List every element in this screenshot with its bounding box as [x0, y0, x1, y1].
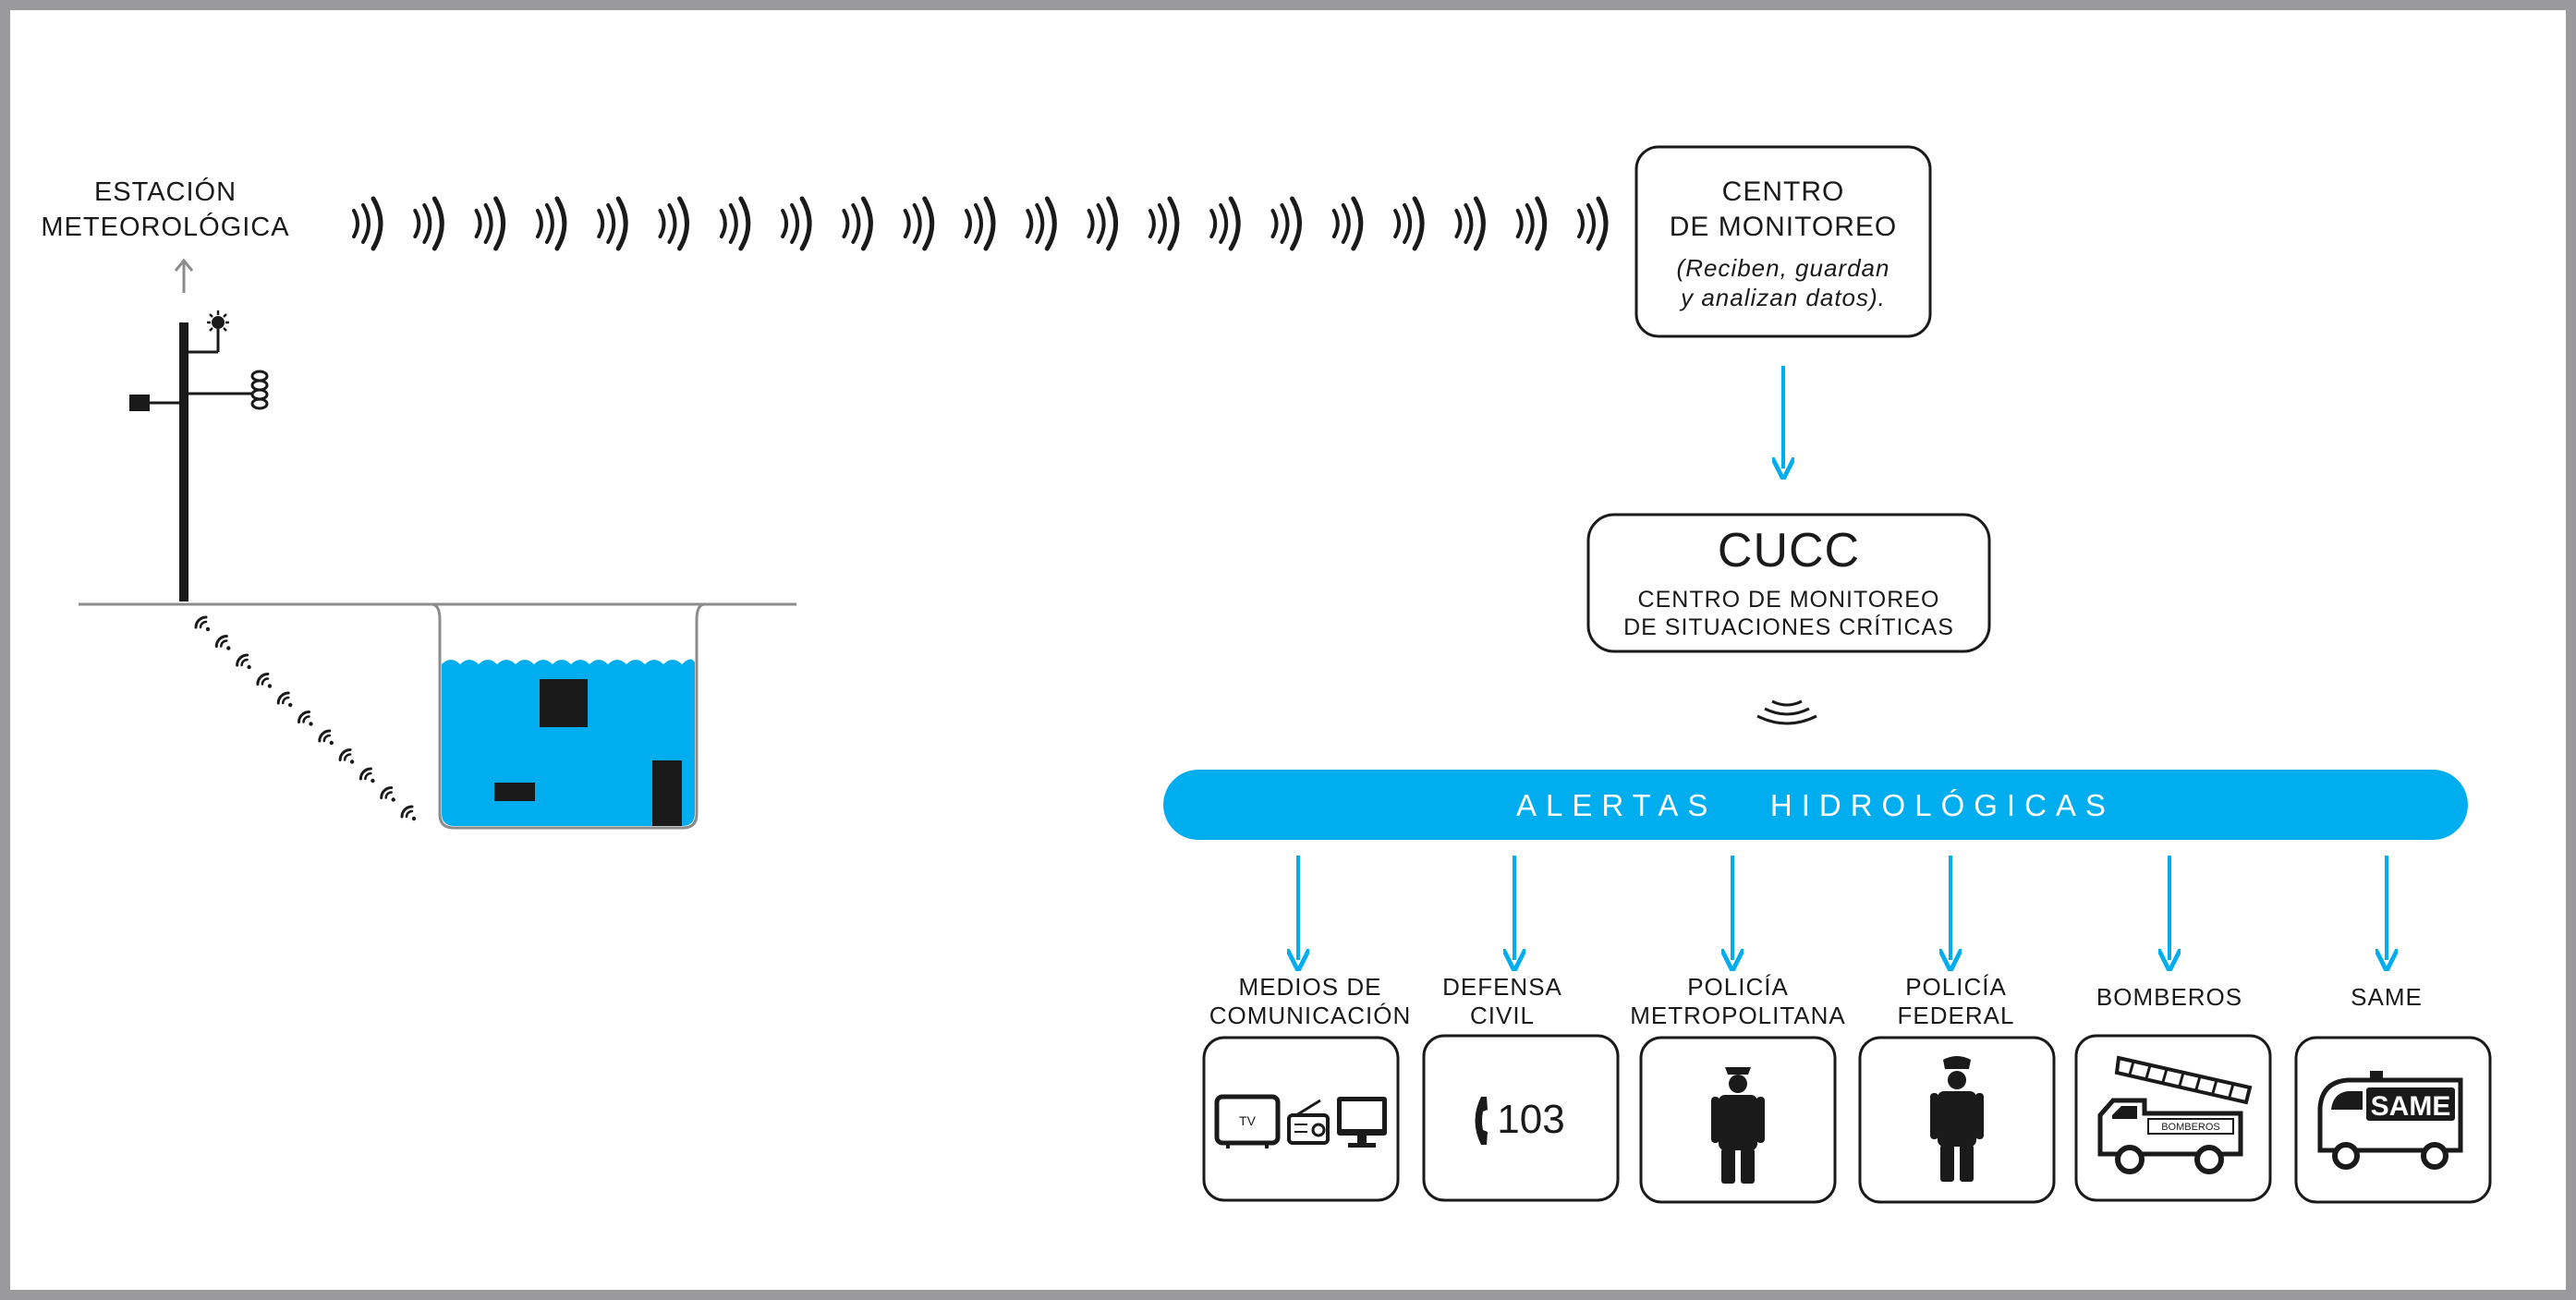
emergency-number: 103	[1497, 1097, 1564, 1142]
cucc-box: CUCC CENTRO DE MONITOREO DE SITUACIONES …	[1586, 513, 1991, 653]
radio-wave-icon	[535, 196, 567, 251]
radio-wave-icon	[1515, 196, 1548, 251]
agency-label-line2: METROPOLITANA	[1630, 1002, 1846, 1029]
monitoring-center-line2: DE MONITOREO	[1670, 212, 1897, 242]
signal-mark-icon	[236, 653, 251, 670]
signal-mark-icon	[298, 711, 313, 726]
agency-card	[1202, 1036, 1400, 1202]
radio-wave-icon	[1454, 196, 1486, 251]
radio-wave-icon	[842, 196, 873, 251]
ambulance-icon: SAME	[2317, 1071, 2463, 1170]
station-label-line1: ESTACIÓN	[94, 176, 237, 207]
agency-bomberos: BOMBEROS BOMBEROS	[2074, 856, 2272, 1202]
cucc-line1: CENTRO DE MONITOREO	[1638, 587, 1940, 613]
cucc-line2: DE SITUACIONES CRÍTICAS	[1623, 614, 1954, 640]
radio-wave-icon	[1209, 196, 1241, 251]
alert-bar-label: ALERTAS HIDROLÓGICAS	[1516, 788, 2115, 822]
hydrological-alert-diagram: ESTACIÓN METEOROLÓGICA	[41, 145, 2492, 1204]
agency-defensa-civil: DEFENSA CIVIL 103	[1422, 856, 1620, 1202]
signal-mark-icon	[380, 786, 395, 802]
radio-wave-icon	[1331, 196, 1364, 251]
broadcast-signal-icon	[1756, 699, 1817, 725]
agency-label-line2: COMUNICACIÓN	[1209, 1002, 1412, 1029]
radio-wave-icon	[1270, 196, 1302, 251]
signal-mark-icon	[194, 615, 211, 632]
agency-policia-metropolitana: POLICÍA METROPOLITANA	[1630, 856, 1846, 1204]
agency-label-line2: FEDERAL	[1898, 1002, 2015, 1029]
radio-wave-icon	[1393, 196, 1425, 251]
fire-truck-icon: BOMBEROS	[2097, 1055, 2253, 1174]
radio-wave-icon	[1577, 196, 1609, 251]
radio-wave-icon	[1087, 196, 1119, 251]
alert-bar: ALERTAS HIDROLÓGICAS	[1163, 770, 2468, 840]
signal-mark-icon	[318, 729, 334, 746]
ambulance-label: SAME	[2371, 1091, 2451, 1122]
agency-label-line1: POLICÍA	[1687, 973, 1789, 1001]
truck-label: BOMBEROS	[2161, 1122, 2220, 1133]
signal-mark-icon	[400, 805, 417, 821]
submerged-sensor	[652, 760, 682, 826]
radio-wave-icon	[658, 196, 689, 251]
underground-signal-icons	[194, 615, 417, 821]
agency-card	[1422, 1034, 1620, 1202]
radio-wave-icon	[1148, 196, 1180, 251]
monitoring-center-line1: CENTRO	[1722, 176, 1845, 207]
diagram-frame: ESTACIÓN METEOROLÓGICA	[10, 10, 2566, 1290]
agency-label-line1: MEDIOS DE	[1239, 973, 1382, 1001]
agency-medios-de-comunicacion: MEDIOS DE COMUNICACIÓN TV	[1202, 856, 1412, 1202]
radio-wave-icon	[352, 196, 383, 251]
police-officer-icon	[1711, 1067, 1765, 1184]
station-label: ESTACIÓN METEOROLÓGICA	[41, 176, 289, 242]
agency-label-line1: POLICÍA	[1905, 973, 2007, 1001]
agency-same: SAME SAME	[2294, 856, 2492, 1204]
radio-wave-icon	[1026, 196, 1057, 251]
cucc-title: CUCC	[1718, 524, 1860, 577]
tv-radio-computer-icon: TV	[1214, 1094, 1387, 1148]
monitoring-center-note1: (Reciben, guardan	[1677, 254, 1890, 282]
signal-mark-icon	[338, 748, 355, 764]
radio-wave-icon	[474, 196, 506, 251]
agency-label-line2: CIVIL	[1470, 1002, 1535, 1029]
agency-label-line2: BOMBEROS	[2096, 983, 2242, 1011]
radio-wave-icon	[965, 196, 996, 251]
radio-wave-icon	[719, 196, 751, 251]
water-pit	[431, 602, 706, 830]
signal-mark-icon	[214, 635, 231, 650]
radio-wave-icons	[352, 196, 1609, 251]
weather-station-mast-icon	[129, 310, 269, 601]
submerged-sensor	[540, 679, 588, 727]
signal-mark-icon	[256, 673, 273, 688]
radio-wave-icon	[597, 196, 628, 251]
agency-label-line1: DEFENSA	[1442, 973, 1562, 1001]
radio-wave-icon	[413, 196, 444, 251]
radio-wave-icon	[903, 196, 935, 251]
agency-label-line2: SAME	[2351, 983, 2423, 1011]
police-officer-icon	[1930, 1056, 1984, 1182]
agency-policia-federal: POLICÍA FEDERAL	[1858, 856, 2056, 1204]
monitoring-center-box: CENTRO DE MONITOREO (Reciben, guardan y …	[1634, 145, 1932, 338]
tv-label: TV	[1239, 1113, 1257, 1128]
station-up-arrow	[174, 258, 194, 293]
monitoring-center-note2: y analizan datos).	[1679, 284, 1886, 311]
station-label-line2: METEOROLÓGICA	[41, 212, 289, 242]
submerged-sensor	[494, 783, 535, 801]
radio-wave-icon	[781, 196, 812, 251]
signal-mark-icon	[276, 691, 293, 708]
signal-mark-icon	[358, 767, 375, 784]
phone-icon	[1475, 1097, 1488, 1145]
